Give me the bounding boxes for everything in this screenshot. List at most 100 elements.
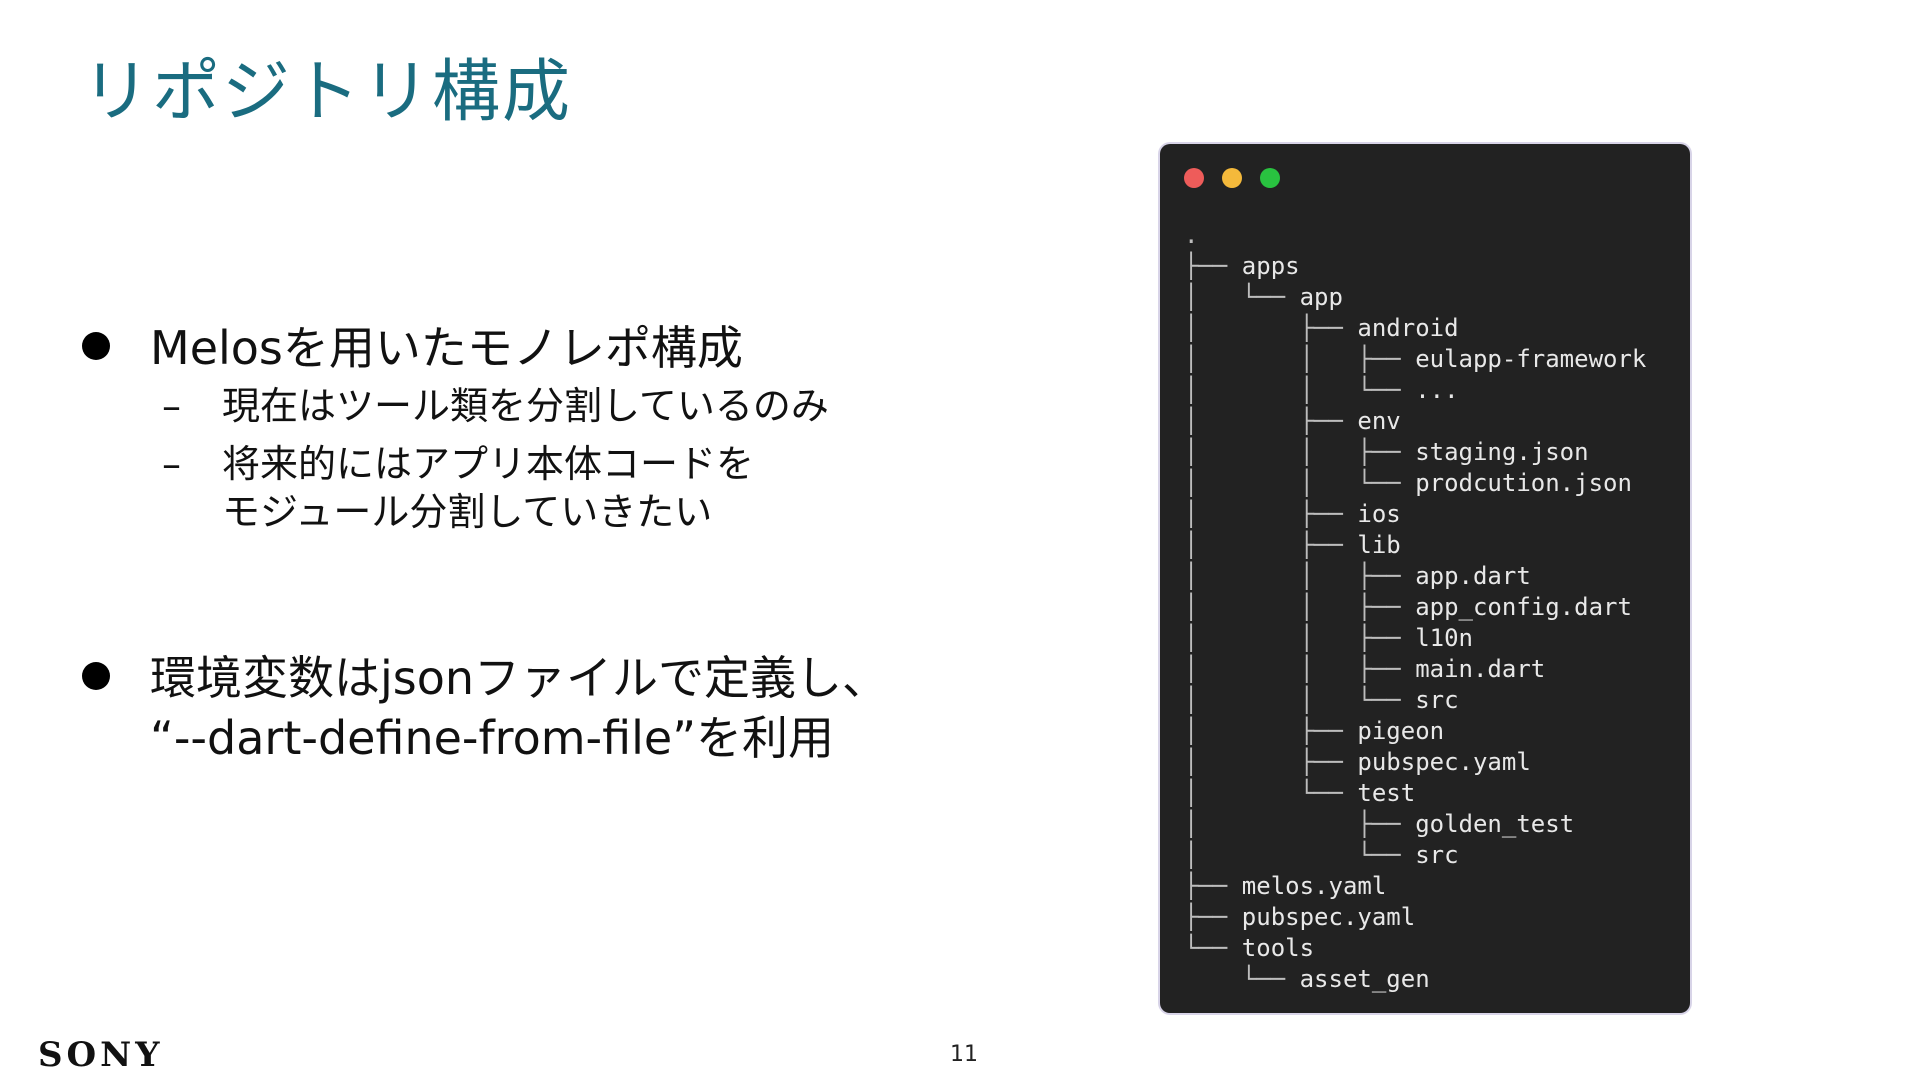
tree-entry-name: pigeon [1357, 717, 1445, 745]
tree-entry-name: src [1415, 841, 1459, 869]
tree-guide: │ ├── [1184, 748, 1358, 776]
tree-guide: . [1184, 221, 1199, 249]
dash-icon: – [162, 442, 181, 486]
tree-guide: │ │ ├── [1184, 655, 1416, 683]
tree-guide: │ ├── [1184, 407, 1358, 435]
terminal-window: .├── apps│ └── app│ ├── android│ │ ├── e… [1160, 144, 1690, 1013]
window-controls [1184, 168, 1280, 188]
tree-line: │ └── app [1184, 282, 1646, 313]
tree-entry-name: app_config.dart [1415, 593, 1632, 621]
tree-entry-name: melos.yaml [1241, 872, 1387, 900]
sub-bullet-line: 将来的にはアプリ本体コードを [222, 442, 755, 486]
tree-line: │ └── test [1184, 778, 1646, 809]
tree-line: . [1184, 220, 1646, 251]
bullet-text: Melosを用いたモノレポ構成 [150, 318, 980, 378]
tree-line: │ ├── lib [1184, 530, 1646, 561]
tree-guide: │ │ └── [1184, 469, 1416, 497]
tree-line: ├── melos.yaml [1184, 871, 1646, 902]
tree-guide: │ │ └── [1184, 686, 1416, 714]
directory-tree: .├── apps│ └── app│ ├── android│ │ ├── e… [1184, 220, 1646, 995]
tree-entry-name: src [1415, 686, 1459, 714]
tree-line: │ │ ├── staging.json [1184, 437, 1646, 468]
tree-line: │ │ ├── main.dart [1184, 654, 1646, 685]
tree-entry-name: env [1357, 407, 1401, 435]
tree-guide: │ │ ├── [1184, 624, 1416, 652]
tree-line: │ │ ├── l10n [1184, 623, 1646, 654]
tree-entry-name: app [1299, 283, 1343, 311]
tree-entry-name: staging.json [1415, 438, 1589, 466]
tree-line: │ ├── android [1184, 313, 1646, 344]
sub-bullet-item: – 将来的にはアプリ本体コードを モジュール分割していきたい [162, 440, 980, 536]
bullet-line: “--dart-define-from-file”を利用 [150, 711, 835, 765]
bullet-line: Melosを用いたモノレポ構成 [150, 321, 743, 375]
tree-guide: │ ├── [1184, 500, 1358, 528]
tree-entry-name: app.dart [1415, 562, 1531, 590]
tree-entry-name: test [1357, 779, 1416, 807]
tree-entry-name: pubspec.yaml [1241, 903, 1416, 931]
tree-guide: │ └── [1184, 841, 1416, 869]
tree-entry-name: ... [1415, 376, 1459, 404]
bullet-item: 環境変数はjsonファイルで定義し、 “--dart-define-from-f… [80, 648, 980, 768]
tree-entry-name: prodcution.json [1415, 469, 1632, 497]
tree-line: │ │ ├── app.dart [1184, 561, 1646, 592]
tree-entry-name: eulapp-framework [1415, 345, 1647, 373]
tree-entry-name: lib [1357, 531, 1401, 559]
minimize-light-icon[interactable] [1222, 168, 1242, 188]
tree-guide: ├── [1184, 252, 1242, 280]
tree-guide: ├── [1184, 903, 1242, 931]
slide-title: リポジトリ構成 [82, 53, 573, 132]
tree-guide: │ │ ├── [1184, 438, 1416, 466]
sub-bullet-list: – 現在はツール類を分割しているのみ – 将来的にはアプリ本体コードを モジュー… [162, 382, 980, 536]
bullet-dot-icon [82, 332, 110, 360]
tree-guide: │ │ ├── [1184, 593, 1416, 621]
tree-line: └── tools [1184, 933, 1646, 964]
tree-line: ├── pubspec.yaml [1184, 902, 1646, 933]
tree-guide: │ │ ├── [1184, 562, 1416, 590]
tree-guide: │ └── [1184, 283, 1300, 311]
tree-entry-name: apps [1241, 252, 1300, 280]
bullet-text: 環境変数はjsonファイルで定義し、 “--dart-define-from-f… [150, 648, 980, 768]
tree-line: │ │ └── src [1184, 685, 1646, 716]
close-light-icon[interactable] [1184, 168, 1204, 188]
tree-guide: └── [1184, 965, 1300, 993]
tree-line: │ └── src [1184, 840, 1646, 871]
tree-line: │ │ ├── app_config.dart [1184, 592, 1646, 623]
tree-guide: │ └── [1184, 779, 1358, 807]
tree-entry-name: android [1357, 314, 1459, 342]
tree-guide: │ ├── [1184, 531, 1358, 559]
tree-guide: └── [1184, 934, 1242, 962]
bullet-list: Melosを用いたモノレポ構成 – 現在はツール類を分割しているのみ – 将来的… [80, 318, 980, 768]
bullet-line: 環境変数はjsonファイルで定義し、 [150, 651, 889, 705]
tree-line: │ │ ├── eulapp-framework [1184, 344, 1646, 375]
maximize-light-icon[interactable] [1260, 168, 1280, 188]
bullet-dot-icon [82, 662, 110, 690]
tree-guide: │ ├── [1184, 717, 1358, 745]
tree-line: │ ├── pigeon [1184, 716, 1646, 747]
sub-bullet-line: 現在はツール類を分割しているのみ [222, 384, 829, 428]
tree-line: └── asset_gen [1184, 964, 1646, 995]
tree-guide: │ │ └── [1184, 376, 1416, 404]
tree-line: ├── apps [1184, 251, 1646, 282]
sony-logo: SONY [38, 1035, 164, 1075]
tree-entry-name: main.dart [1415, 655, 1546, 683]
tree-entry-name: l10n [1415, 624, 1473, 652]
tree-entry-name: ios [1357, 500, 1401, 528]
tree-line: │ ├── pubspec.yaml [1184, 747, 1646, 778]
page-number: 11 [950, 1042, 978, 1067]
tree-entry-name: golden_test [1415, 810, 1575, 838]
tree-guide: │ ├── [1184, 314, 1358, 342]
tree-line: │ │ └── prodcution.json [1184, 468, 1646, 499]
tree-line: │ ├── env [1184, 406, 1646, 437]
tree-guide: │ ├── [1184, 810, 1416, 838]
sub-bullet-item: – 現在はツール類を分割しているのみ [162, 382, 980, 430]
tree-guide: ├── [1184, 872, 1242, 900]
sub-bullet-line: モジュール分割していきたい [222, 490, 713, 534]
bullet-item: Melosを用いたモノレポ構成 – 現在はツール類を分割しているのみ – 将来的… [80, 318, 980, 536]
dash-icon: – [162, 384, 181, 428]
tree-line: │ │ └── ... [1184, 375, 1646, 406]
tree-line: │ ├── golden_test [1184, 809, 1646, 840]
tree-entry-name: tools [1241, 934, 1315, 962]
tree-guide: │ │ ├── [1184, 345, 1416, 373]
tree-line: │ ├── ios [1184, 499, 1646, 530]
tree-entry-name: asset_gen [1299, 965, 1430, 993]
